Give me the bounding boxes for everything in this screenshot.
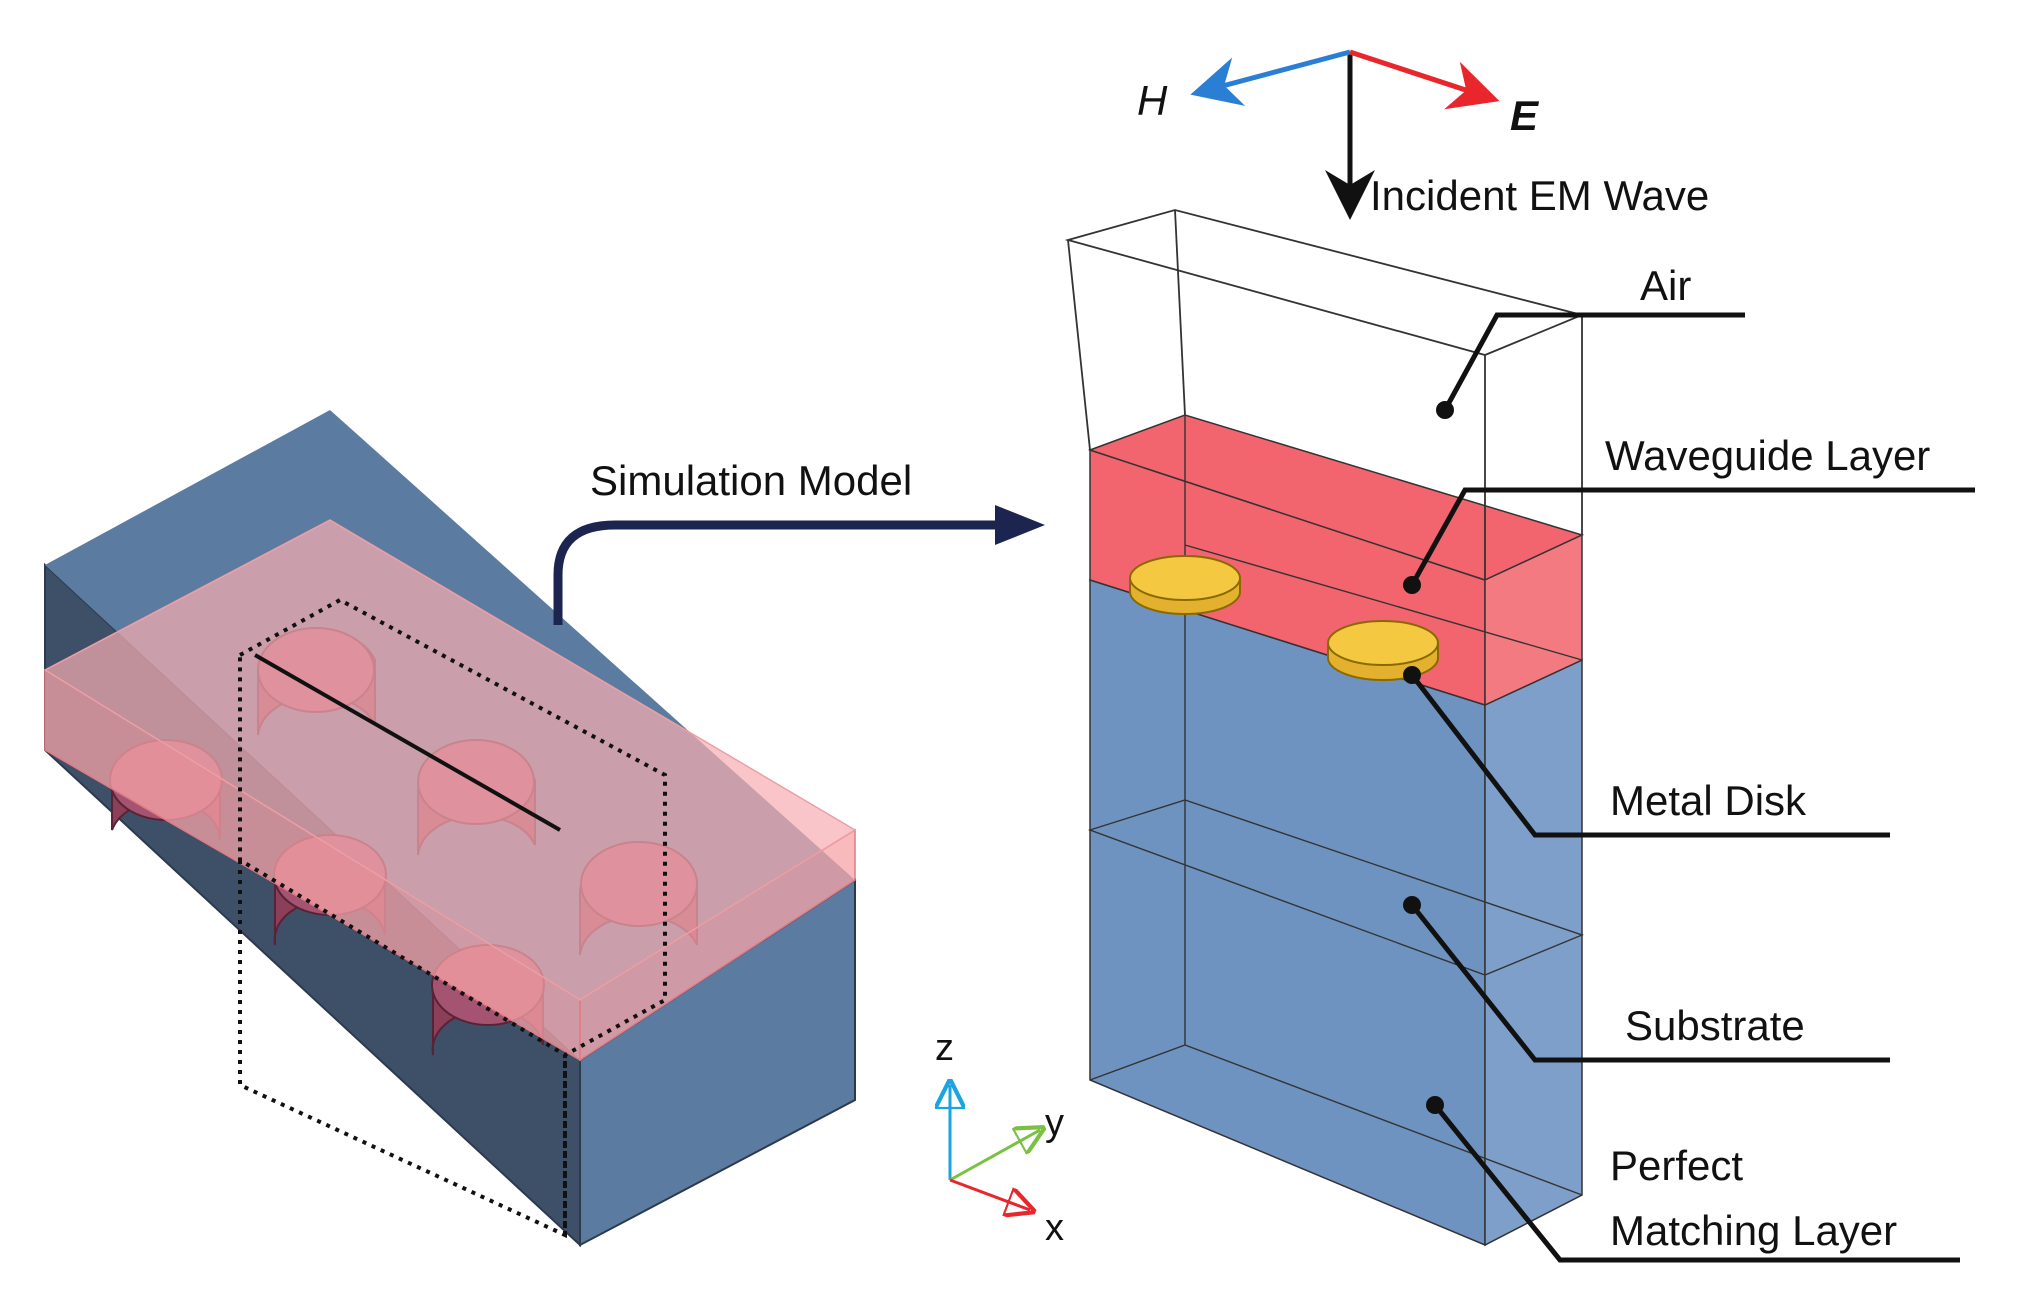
metal-disks <box>1129 555 1439 681</box>
air-leader <box>1442 312 1745 412</box>
simulation-column: Air Waveguide Layer Metal Disk Substrate… <box>1064 209 1975 1263</box>
h-field-arrow <box>1190 49 1351 106</box>
y-axis <box>949 1130 1040 1182</box>
block-waveguide-cap <box>45 520 855 1000</box>
metal-disk-leader <box>1410 673 1890 838</box>
device-block <box>43 410 857 1248</box>
block-waveguide-top <box>45 520 855 1000</box>
waveguide-layer-label: Waveguide Layer <box>1605 432 1930 479</box>
simulation-model-arrow: Simulation Model <box>553 457 1045 625</box>
incident-wave-label: Incident EM Wave <box>1370 172 1709 219</box>
block-waveguide-slab <box>43 519 857 1001</box>
unit-cell-outline <box>238 597 667 1239</box>
pml-leader <box>1433 1103 1960 1263</box>
leader-dots <box>1403 401 1454 1114</box>
simulation-model-label: Simulation Model <box>590 457 912 504</box>
air-box <box>1064 209 1585 580</box>
air-label: Air <box>1640 262 1691 309</box>
e-field-arrow <box>1349 49 1500 110</box>
metal-disk <box>1327 620 1439 681</box>
e-field-label: E <box>1510 92 1540 139</box>
waveguide-leader <box>1409 487 1975 587</box>
metal-disk-label: Metal Disk <box>1610 777 1807 824</box>
unit-cell-center-line <box>254 653 561 832</box>
pml-label-line1: Perfect <box>1610 1142 1743 1189</box>
incident-wave: H E Incident EM Wave <box>1137 49 1709 220</box>
y-axis-label: y <box>1045 1102 1064 1144</box>
metal-disk <box>1129 555 1241 615</box>
substrate-right <box>1484 658 1583 1247</box>
x-axis <box>949 1178 1030 1210</box>
hidden-edges <box>1087 415 1584 1196</box>
substrate-label: Substrate <box>1625 1002 1805 1049</box>
substrate-leader <box>1410 903 1890 1063</box>
z-axis-label: z <box>935 1027 954 1069</box>
x-axis-label: x <box>1045 1207 1064 1249</box>
leader-lines <box>1409 312 1975 1263</box>
coordinate-axes: z y x <box>935 1027 1064 1249</box>
h-field-label: H <box>1137 77 1168 124</box>
pml-label-line2: Matching Layer <box>1610 1207 1897 1254</box>
